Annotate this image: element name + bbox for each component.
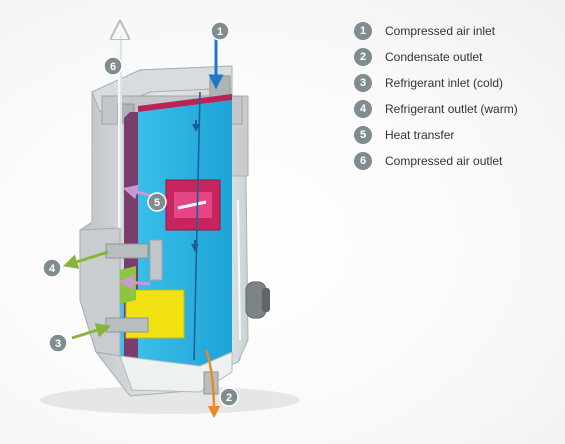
legend-badge: 5: [354, 126, 372, 144]
diagram-badge-6: 6: [103, 56, 123, 76]
diagram-badge-3: 3: [48, 333, 68, 353]
legend-badge: 1: [354, 22, 372, 40]
svg-text:5: 5: [154, 197, 160, 209]
refrigerant-outlet-arrow-icon: [62, 250, 109, 269]
refrigerant-upper-pipe: [105, 243, 149, 259]
refrigerant-green-panel: [120, 266, 136, 304]
diagram-badge-1: 1: [210, 21, 230, 41]
legend-item-refrigerant-inlet: 3 Refrigerant inlet (cold): [354, 70, 518, 96]
legend: 1 Compressed air inlet 2 Condensate outl…: [354, 18, 518, 174]
legend-item-heat-transfer: 5 Heat transfer: [354, 122, 518, 148]
refrigerant-manifold: [149, 239, 163, 281]
hot-core-flow-icon: [177, 200, 207, 210]
svg-text:6: 6: [110, 61, 116, 73]
condensate-arrow-icon: [204, 349, 221, 419]
legend-label: Compressed air outlet: [385, 154, 503, 168]
legend-badge: 4: [354, 100, 372, 118]
refrigerant-inlet-arrow-icon: [71, 323, 112, 340]
drain-valve-knob: [262, 288, 270, 312]
svg-text:4: 4: [49, 263, 56, 275]
heat-exchanger-top-band: [138, 94, 232, 112]
legend-label: Compressed air inlet: [385, 24, 496, 38]
legend-badge: 3: [354, 74, 372, 92]
legend-item-compressed-air-outlet: 6 Compressed air outlet: [354, 148, 518, 174]
reservoir-highlight: [237, 199, 241, 341]
svg-text:3: 3: [55, 338, 61, 350]
legend-item-condensate-outlet: 2 Condensate outlet: [354, 44, 518, 70]
diagram-badge-5: 5: [147, 192, 167, 212]
legend-badge: 6: [354, 152, 372, 170]
legend-label: Refrigerant inlet (cold): [385, 76, 504, 90]
diagram-badge-4: 4: [42, 258, 62, 278]
heat-transfer-arrow-icon: [118, 275, 151, 291]
legend-label: Heat transfer: [385, 128, 455, 142]
legend-label: Refrigerant outlet (warm): [385, 102, 518, 116]
diagram-badge-2: 2: [219, 387, 239, 407]
legend-item-compressed-air-inlet: 1 Compressed air inlet: [354, 18, 518, 44]
legend-label: Condensate outlet: [385, 50, 483, 64]
svg-text:2: 2: [226, 392, 232, 404]
internal-airflow-line: [193, 91, 201, 361]
legend-badge: 2: [354, 48, 372, 66]
refrigerant-lower-pipe: [105, 317, 149, 333]
svg-text:1: 1: [217, 26, 223, 38]
legend-item-refrigerant-outlet: 4 Refrigerant outlet (warm): [354, 96, 518, 122]
